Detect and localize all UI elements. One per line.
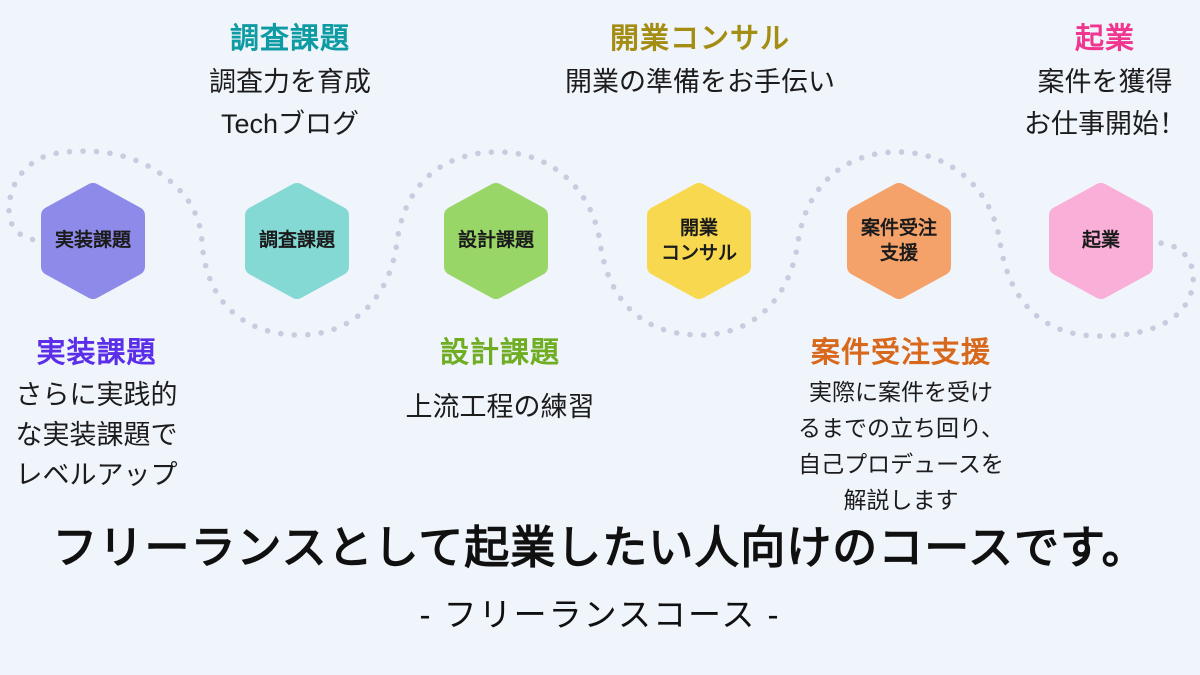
annotation-body: 実際に案件を受け るまでの立ち回り、 自己プロデュースを 解説します [797,379,1005,513]
annotation-body: 上流工程の練習 [405,392,595,422]
annotation-title: 設計課題 [439,337,560,369]
annotation-order-support: 案件受注支援 実際に案件を受け るまでの立ち回り、 自己プロデュースを 解説しま… [761,335,1041,518]
hexagon-label: 開業 コンサル [660,217,737,264]
annotation-title: 開業コンサル [609,23,790,55]
hexagon-shape [647,183,751,299]
hexagon-shape [847,183,951,299]
annotation-title: 実装課題 [36,337,157,369]
hexagon-research-task: 調査課題 [245,183,349,299]
course-name: - フリーランスコース - [419,596,781,633]
hexagon-order-support: 案件受注 支援 [847,183,951,299]
hexagon-label: 実装課題 [54,230,131,252]
annotation-title: 起業 [1074,23,1135,55]
annotation-research-task: 調査課題 調査力を育成 Techブログ [140,21,440,145]
annotation-title: 調査課題 [229,23,350,55]
hexagon-shape [1049,183,1153,299]
annotation-implementation-task: 実装課題 さらに実践的 な実装課題で レベルアップ [4,335,189,495]
dotted-journey-path [6,148,1196,339]
hexagon-shape [245,183,349,299]
hexagon-design-task: 設計課題 [444,183,548,299]
hexagon-label: 設計課題 [457,230,534,252]
hexagon-shape [444,183,548,299]
annotation-body: 開業の準備をお手伝い [565,67,835,97]
hexagon-startup-consulting: 開業 コンサル [647,183,751,299]
annotation-body: 案件を獲得 お仕事開始！ [1024,67,1186,139]
annotation-body: さらに実践的 な実装課題で レベルアップ [15,380,178,490]
hexagon-implementation-task: 実装課題 [41,183,145,299]
annotation-design-task: 設計課題 上流工程の練習 [350,335,650,427]
annotation-title: 案件受注支援 [810,337,991,369]
hexagon-label: 案件受注 支援 [860,217,937,264]
hexagon-startup: 起業 [1049,183,1153,299]
course-tagline: フリーランスとして起業したい人向けのコースです。 [52,522,1148,573]
annotation-body: 調査力を育成 Techブログ [209,67,371,139]
annotation-startup-consulting: 開業コンサル 開業の準備をお手伝い [530,21,870,103]
hexagon-label: 調査課題 [258,230,335,252]
hexagon-label: 起業 [1081,230,1120,252]
hexagon-shape [41,183,145,299]
annotation-startup: 起業 案件を獲得 お仕事開始！ [955,21,1200,145]
